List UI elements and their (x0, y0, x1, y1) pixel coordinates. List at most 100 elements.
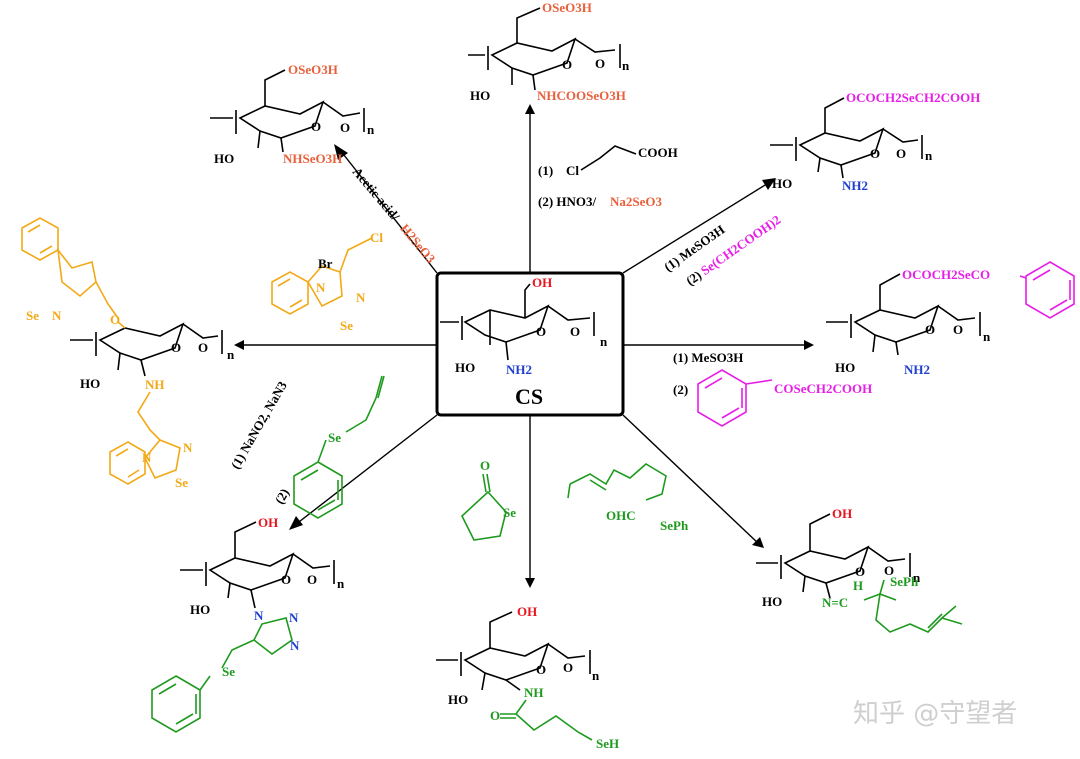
left-product: Se N O O O n HO NH N Se N (21, 217, 235, 490)
bottom-right-ring-o: O (855, 564, 865, 579)
top-r1: (1) (538, 163, 553, 178)
left-n1: N (52, 308, 62, 323)
top-ring-o: O (562, 57, 572, 72)
bottom-left-link-o: O (307, 572, 317, 587)
right-nh2: NH2 (904, 362, 930, 377)
right-benzene (1025, 261, 1075, 319)
top-right-link-o: O (896, 146, 906, 161)
top-oseo3h: OSeO3H (542, 0, 592, 15)
bottom-right-reagent-ohc: OHC (606, 508, 636, 523)
left-reagent-cl: Cl (370, 230, 383, 245)
left-reagent-pyridine (271, 271, 309, 315)
top-r2b: Na2SeO3 (610, 194, 663, 209)
left-reagent-n2: N (356, 290, 366, 305)
center-ho: HO (455, 360, 475, 375)
right-ho: HO (835, 360, 855, 375)
bottom-oh: OH (517, 604, 537, 619)
top-right-ring-o: O (870, 146, 880, 161)
bottom-reagent-o: O (480, 458, 490, 473)
bottom-link-o: O (563, 660, 573, 675)
right-r2-sub: COSeCH2COOH (774, 381, 872, 396)
bottom-left-reagent: Se (293, 375, 385, 519)
top-reagents: (1) Cl COOH (2) HNO3/ Na2SeO3 (538, 145, 678, 209)
right-link-o: O (953, 322, 963, 337)
bottom-right-oh: OH (832, 506, 852, 521)
right-sub: OCOCH2SeCO (902, 267, 990, 282)
left-n2: N (183, 440, 193, 455)
bottom-right-reagent-seph: SePh (660, 518, 689, 533)
left-n: n (227, 347, 235, 362)
top-right-reagents: (1) MeSO3H (2) Se(CH2COOH)2 (661, 212, 783, 288)
bottom-seh: SeH (596, 736, 619, 751)
bottom-left-r1-label: (1) NaNO2, NaN3 (228, 378, 291, 471)
left-reagent: Cl Br N N Se (271, 230, 383, 333)
bottom-right-h: H (853, 578, 863, 593)
center-chitosan: OH O O n HO NH2 CS (440, 275, 608, 409)
center-oh: OH (532, 275, 552, 290)
left-nh: NH (145, 377, 165, 392)
top-right-product: OCOCH2SeCH2COOH O O n HO NH2 (770, 90, 980, 193)
bottom-left-se: Se (222, 664, 235, 679)
top-link-o: O (595, 56, 605, 71)
top-left-ring-o: O (311, 119, 321, 134)
bottom-right-seph: SePh (890, 574, 919, 589)
left-ho: HO (80, 376, 100, 391)
bottom-n: n (592, 668, 600, 683)
top-left-product: OSeO3H O O n HO NHSeO3H (210, 62, 375, 166)
bottom-left-oh: OH (258, 515, 278, 530)
right-reagents: (1) MeSO3H (2) COSeCH2COOH (673, 350, 872, 427)
left-link-o: O (198, 340, 208, 355)
bottom-left-n: n (337, 576, 345, 591)
top-nh: NHCOOSeO3H (537, 88, 626, 103)
left-se2: Se (175, 475, 188, 490)
bottom-right-link-o: O (884, 563, 894, 578)
bottom-ho: HO (448, 692, 468, 707)
left-reagent-br: Br (318, 256, 333, 271)
bottom-left-ring-o: O (281, 572, 291, 587)
top-n: n (622, 58, 630, 73)
left-o1: O (110, 312, 120, 327)
left-reagent-n: N (316, 280, 326, 295)
right-r1: (1) MeSO3H (673, 350, 743, 365)
top-left-r-b: H2SeO3 (397, 221, 439, 266)
bottom-product: OH O O n HO NH O SeH (436, 604, 619, 751)
center-ring-o: O (536, 324, 546, 339)
top-r1-cooh: COOH (638, 145, 678, 160)
bottom-right-n: n (913, 570, 921, 585)
left-reagent-se: Se (340, 318, 353, 333)
top-left-r-a: Acetic acid/ (350, 164, 403, 223)
bottom-left-ho: HO (190, 602, 210, 617)
center-cs-label: CS (515, 384, 543, 409)
top-right-ho: HO (772, 176, 792, 191)
right-product: OCOCH2SeCO O O n HO NH2 (826, 261, 1075, 377)
center-link-o: O (570, 324, 580, 339)
bottom-left-n1: N (254, 608, 264, 623)
bottom-left-r1: (1) NaNO2, NaN3 (228, 378, 291, 471)
top-right-n: n (925, 148, 933, 163)
top-left-ho: HO (214, 151, 234, 166)
reaction-arrows (234, 104, 814, 588)
bottom-left-product: OH O O n HO N N N Se (151, 515, 345, 733)
watermark: 知乎 @守望者 (853, 699, 1017, 729)
top-left-n: n (367, 122, 375, 137)
bottom-o2: O (490, 708, 500, 723)
bottom-left-reagent-se: Se (328, 430, 341, 445)
center-nh2: NH2 (506, 362, 532, 377)
top-right-nh2: NH2 (842, 178, 868, 193)
left-n3: N (142, 450, 152, 465)
bottom-left-n2: N (289, 610, 299, 625)
top-left-nh: NHSeO3H (283, 151, 342, 166)
top-right-sub: OCOCH2SeCH2COOH (846, 90, 980, 105)
bottom-right-nc: N=C (822, 595, 848, 610)
left-ring-o: O (171, 340, 181, 355)
bottom-reagent-se: Se (503, 505, 516, 520)
right-ring-o: O (925, 322, 935, 337)
center-n: n (600, 334, 608, 349)
bottom-ring-o: O (536, 662, 546, 677)
bottom-right-reagent: OHC SePh (567, 463, 689, 533)
top-left-link-o: O (340, 120, 350, 135)
top-left-reagent: Acetic acid/ H2SeO3 (350, 164, 439, 266)
bottom-nh: NH (524, 685, 544, 700)
